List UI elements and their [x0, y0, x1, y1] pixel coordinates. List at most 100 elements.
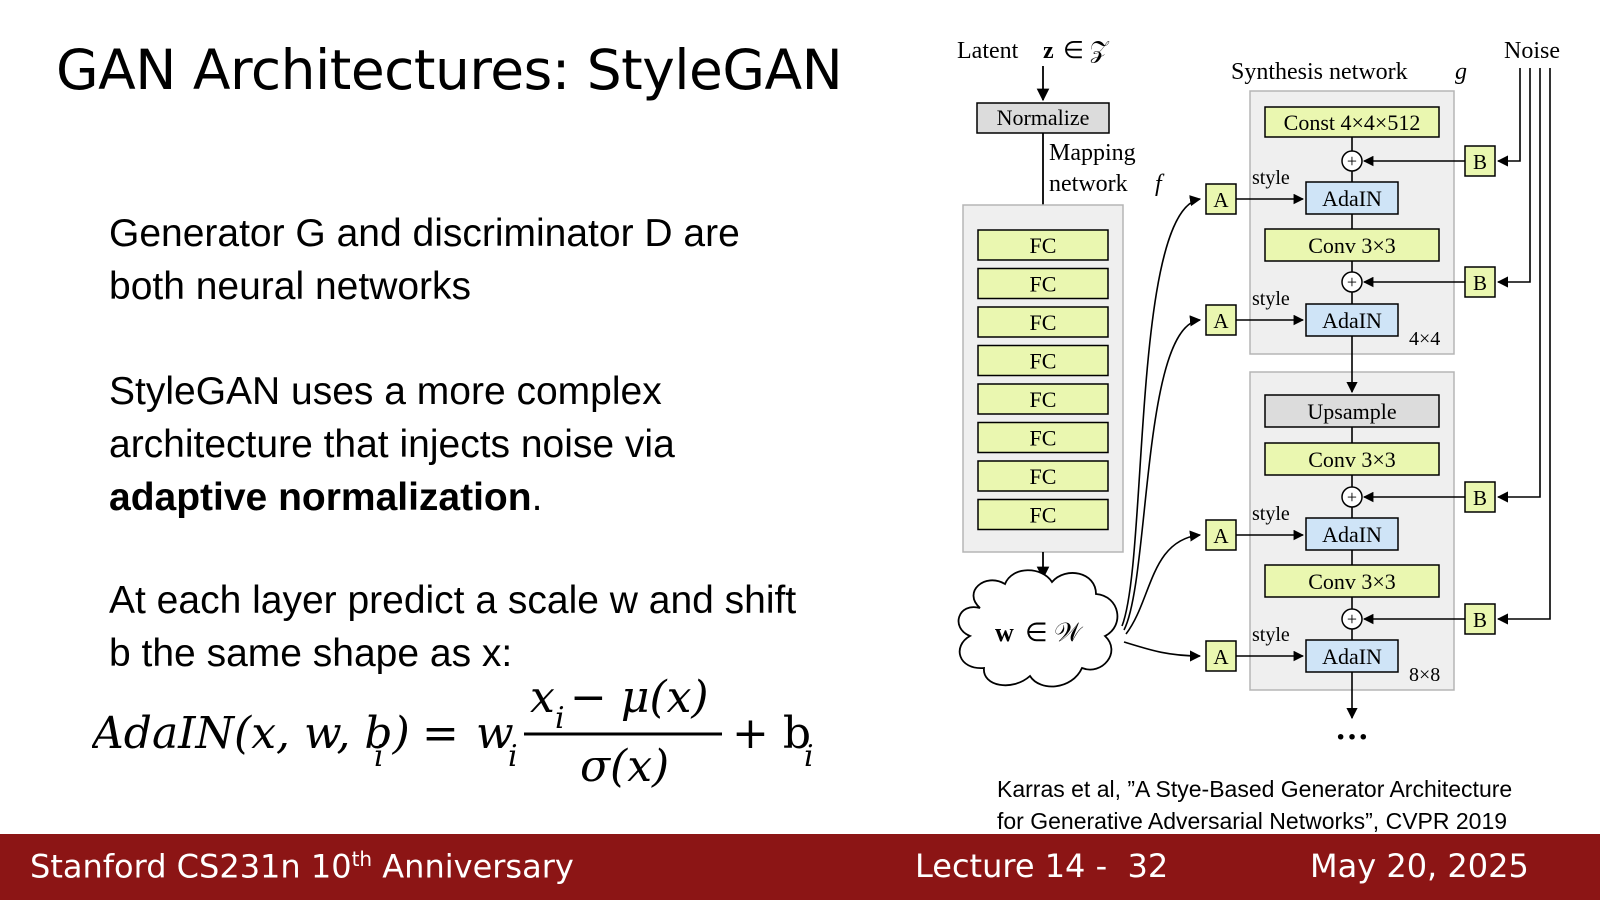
a-box-3 — [1205, 519, 1237, 551]
style-label-2: style — [1252, 288, 1290, 310]
slide-title: GAN Architectures: StyleGAN — [56, 38, 843, 102]
synthesis-g: g — [1455, 59, 1467, 85]
continuation-ellipsis: ··· — [1335, 719, 1369, 756]
noise-line-3 — [1496, 68, 1541, 503]
adain-label-1: AdaIN — [1322, 186, 1382, 211]
w-to-a4-curve — [1123, 641, 1202, 662]
latent-space: ∈ 𝒵 — [1063, 38, 1110, 64]
mapping-f: f — [1155, 171, 1165, 197]
resolution-8x8: 8×8 — [1409, 664, 1440, 686]
fc-label-8: FC — [1030, 503, 1057, 528]
normalize-label: Normalize — [997, 105, 1090, 130]
footer-course-sup: th — [351, 847, 373, 871]
normalize-box — [976, 102, 1110, 134]
adain-label-4: AdaIN — [1322, 644, 1382, 669]
b-label-3: B — [1473, 486, 1487, 510]
resolution-4x4: 4×4 — [1409, 328, 1440, 350]
w-space-label: ∈ 𝒲 — [1025, 618, 1084, 647]
plus-sign-4: + — [1347, 609, 1357, 629]
formula-b-sub: i — [804, 739, 814, 774]
style-label-3: style — [1252, 503, 1290, 525]
fc-box-3 — [977, 306, 1109, 338]
plus-sign-1: + — [1347, 151, 1357, 171]
noise-line-2 — [1496, 68, 1531, 288]
conv-label-3: Conv 3×3 — [1308, 569, 1396, 594]
paragraph-stylegan: StyleGAN uses a more complex architectur… — [109, 365, 809, 524]
conv-box-3 — [1264, 564, 1440, 598]
formula-numerator-x: x — [530, 678, 555, 723]
b-label-1: B — [1473, 150, 1487, 174]
latent-z: z — [1043, 38, 1054, 64]
svg-text:AdaIN(x, w, b): AdaIN(x, w, b) — [92, 708, 410, 759]
paragraph-stylegan-text: StyleGAN uses a more complex architectur… — [109, 370, 675, 466]
citation-line-1: Karras et al, ”A Stye-Based Generator Ar… — [997, 776, 1513, 802]
citation: Karras et al, ”A Stye-Based Generator Ar… — [997, 773, 1512, 837]
fc-label-3: FC — [1030, 310, 1057, 335]
citation-line-2: for Generative Adversarial Networks”, CV… — [997, 808, 1508, 834]
const-label: Const 4×4×512 — [1284, 110, 1421, 135]
footer-bar: Stanford CS231n 10th Anniversary Lecture… — [0, 834, 1600, 900]
adain-label-2: AdaIN — [1322, 308, 1382, 333]
conv-label-1: Conv 3×3 — [1308, 233, 1396, 258]
w-to-a2-curve — [1123, 315, 1202, 631]
formula-lhs-sub: i — [374, 739, 384, 774]
plus-circle-2 — [1341, 271, 1363, 293]
fc-box-8 — [977, 498, 1109, 531]
stylegan-architecture-diagram: Latent z ∈ 𝒵 Noise Synthesis network g N… — [957, 38, 1560, 756]
fc-box-5 — [977, 383, 1109, 415]
formula-w-sub: i — [508, 739, 518, 774]
fc-label-1: FC — [1030, 233, 1057, 258]
w-label: w — [995, 618, 1014, 647]
adain-formula: AdaIN(x, w, b) i = w i x i − μ(x) σ(x) +… — [92, 678, 814, 792]
noise-line-1 — [1496, 68, 1521, 167]
formula-denominator: σ(x) — [580, 741, 669, 792]
formula-plus-b: + b — [732, 708, 811, 759]
b-box-1 — [1464, 145, 1496, 177]
fc-box-4 — [977, 344, 1109, 377]
adain-label-3: AdaIN — [1322, 522, 1382, 547]
w-to-a3-curve — [1125, 530, 1202, 635]
fc-label-5: FC — [1030, 387, 1057, 412]
mapping-network-panel — [962, 204, 1124, 553]
paragraph-stylegan-period: . — [531, 476, 543, 519]
a-box-4 — [1205, 640, 1237, 672]
w-space-cloud — [957, 569, 1119, 688]
b-label-4: B — [1473, 608, 1487, 632]
plus-circle-3 — [1341, 486, 1363, 508]
a-label-4: A — [1213, 645, 1229, 669]
formula-equals: = — [422, 708, 459, 759]
mapping-line1: Mapping — [1049, 140, 1136, 166]
style-label-1: style — [1252, 167, 1290, 189]
fc-box-2 — [977, 267, 1109, 300]
fc-box-6 — [977, 421, 1109, 454]
formula-lhs: AdaIN(x, w, b) — [92, 708, 410, 759]
mapping-line2: network — [1049, 171, 1128, 197]
footer-date: May 20, 2025 — [1310, 847, 1529, 885]
footer-course: Stanford CS231n 10th Anniversary — [30, 847, 574, 886]
w-to-a1-curve — [1121, 195, 1202, 627]
adaptive-normalization-bold: adaptive normalization — [109, 476, 532, 519]
a-label-3: A — [1213, 524, 1229, 548]
a-box-1 — [1205, 183, 1237, 215]
adain-box-3 — [1305, 517, 1399, 551]
formula-w: w — [476, 708, 514, 759]
plus-circle-1 — [1341, 150, 1363, 172]
plus-sign-2: + — [1347, 272, 1357, 292]
style-label-4: style — [1252, 624, 1290, 646]
latent-label: Latent — [957, 38, 1019, 64]
adain-box-2 — [1305, 303, 1399, 337]
noise-label: Noise — [1504, 38, 1560, 64]
fc-box-1 — [977, 229, 1109, 261]
footer-course-pre: Stanford CS231n 10 — [30, 847, 352, 886]
b-label-2: B — [1473, 271, 1487, 295]
footer-course-post: Anniversary — [372, 847, 574, 886]
b-box-4 — [1464, 603, 1496, 635]
adain-box-1 — [1305, 181, 1399, 215]
fc-label-2: FC — [1030, 272, 1057, 297]
plus-sign-3: + — [1347, 487, 1357, 507]
a-label-1: A — [1213, 188, 1229, 212]
synthesis-network-label: Synthesis network — [1231, 59, 1408, 85]
formula-numerator-rest: − μ(x) — [570, 678, 709, 723]
adain-box-4 — [1305, 639, 1399, 673]
